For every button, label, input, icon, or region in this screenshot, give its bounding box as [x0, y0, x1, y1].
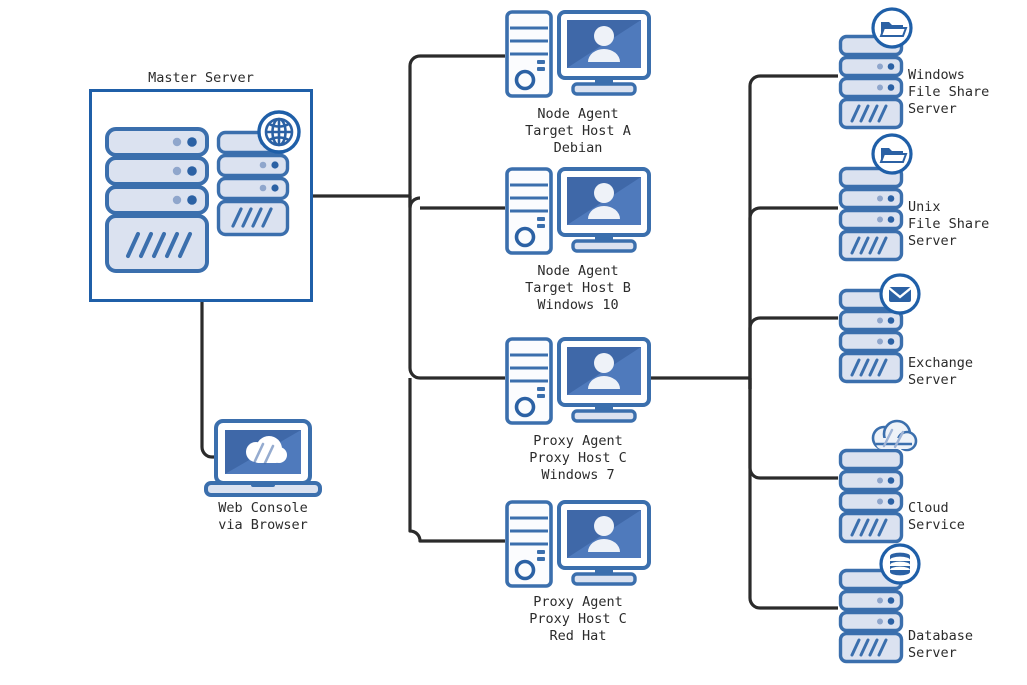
edge-bus-to-target-2: [748, 206, 838, 378]
edge-bus-to-target-1: [748, 74, 838, 389]
envelope-badge-icon: [878, 272, 922, 316]
edge-master-to-webconsole: [200, 299, 263, 459]
master-server-title: Master Server: [148, 70, 254, 86]
edge-bus-corner-b: [408, 196, 421, 209]
proxy-agent-c-win7[interactable]: [505, 337, 651, 433]
edge-bus-to-target-5: [748, 378, 838, 610]
edge-bus-to-agent-c: [408, 208, 505, 380]
server-rack-small[interactable]: [216, 130, 290, 238]
cloud-badge-icon: [864, 418, 920, 460]
folder-badge-icon: [870, 132, 914, 176]
laptop-cloud-icon[interactable]: [203, 419, 323, 499]
edge-bus-to-target-4: [748, 378, 838, 480]
node-agent-b[interactable]: [505, 167, 651, 263]
edge-bus-to-agent-d: [408, 378, 505, 543]
windows-file-share-server-label: Windows File Share Server: [908, 67, 990, 117]
edge-bus-to-agent-a: [408, 54, 505, 207]
node-agent-b-label: Node Agent Target Host B Windows 10: [525, 263, 631, 313]
globe-badge-icon: [256, 109, 302, 155]
proxy-agent-c-redhat[interactable]: [505, 500, 651, 596]
database-server-label: Database Server: [908, 628, 974, 661]
proxy-agent-c-redhat-label: Proxy Agent Proxy Host C Red Hat: [529, 594, 627, 644]
folder-badge-icon: [870, 6, 914, 50]
unix-file-share-server[interactable]: [838, 166, 904, 262]
database-badge-icon: [878, 542, 922, 586]
server-rack-large[interactable]: [104, 126, 210, 274]
exchange-server[interactable]: [838, 288, 904, 384]
proxy-agent-c-win7-label: Proxy Agent Proxy Host C Windows 7: [529, 433, 627, 483]
unix-file-share-server-label: Unix File Share Server: [908, 199, 990, 249]
web-console-label: Web Console via Browser: [218, 500, 308, 533]
edge-bus-to-target-3: [748, 316, 838, 378]
windows-file-share-server[interactable]: [838, 34, 904, 130]
cloud-service-label: Cloud Service: [908, 500, 965, 533]
cloud-service[interactable]: [838, 448, 904, 544]
exchange-server-label: Exchange Server: [908, 355, 974, 388]
node-agent-a[interactable]: [505, 10, 651, 106]
node-agent-a-label: Node Agent Target Host A Debian: [525, 106, 631, 156]
